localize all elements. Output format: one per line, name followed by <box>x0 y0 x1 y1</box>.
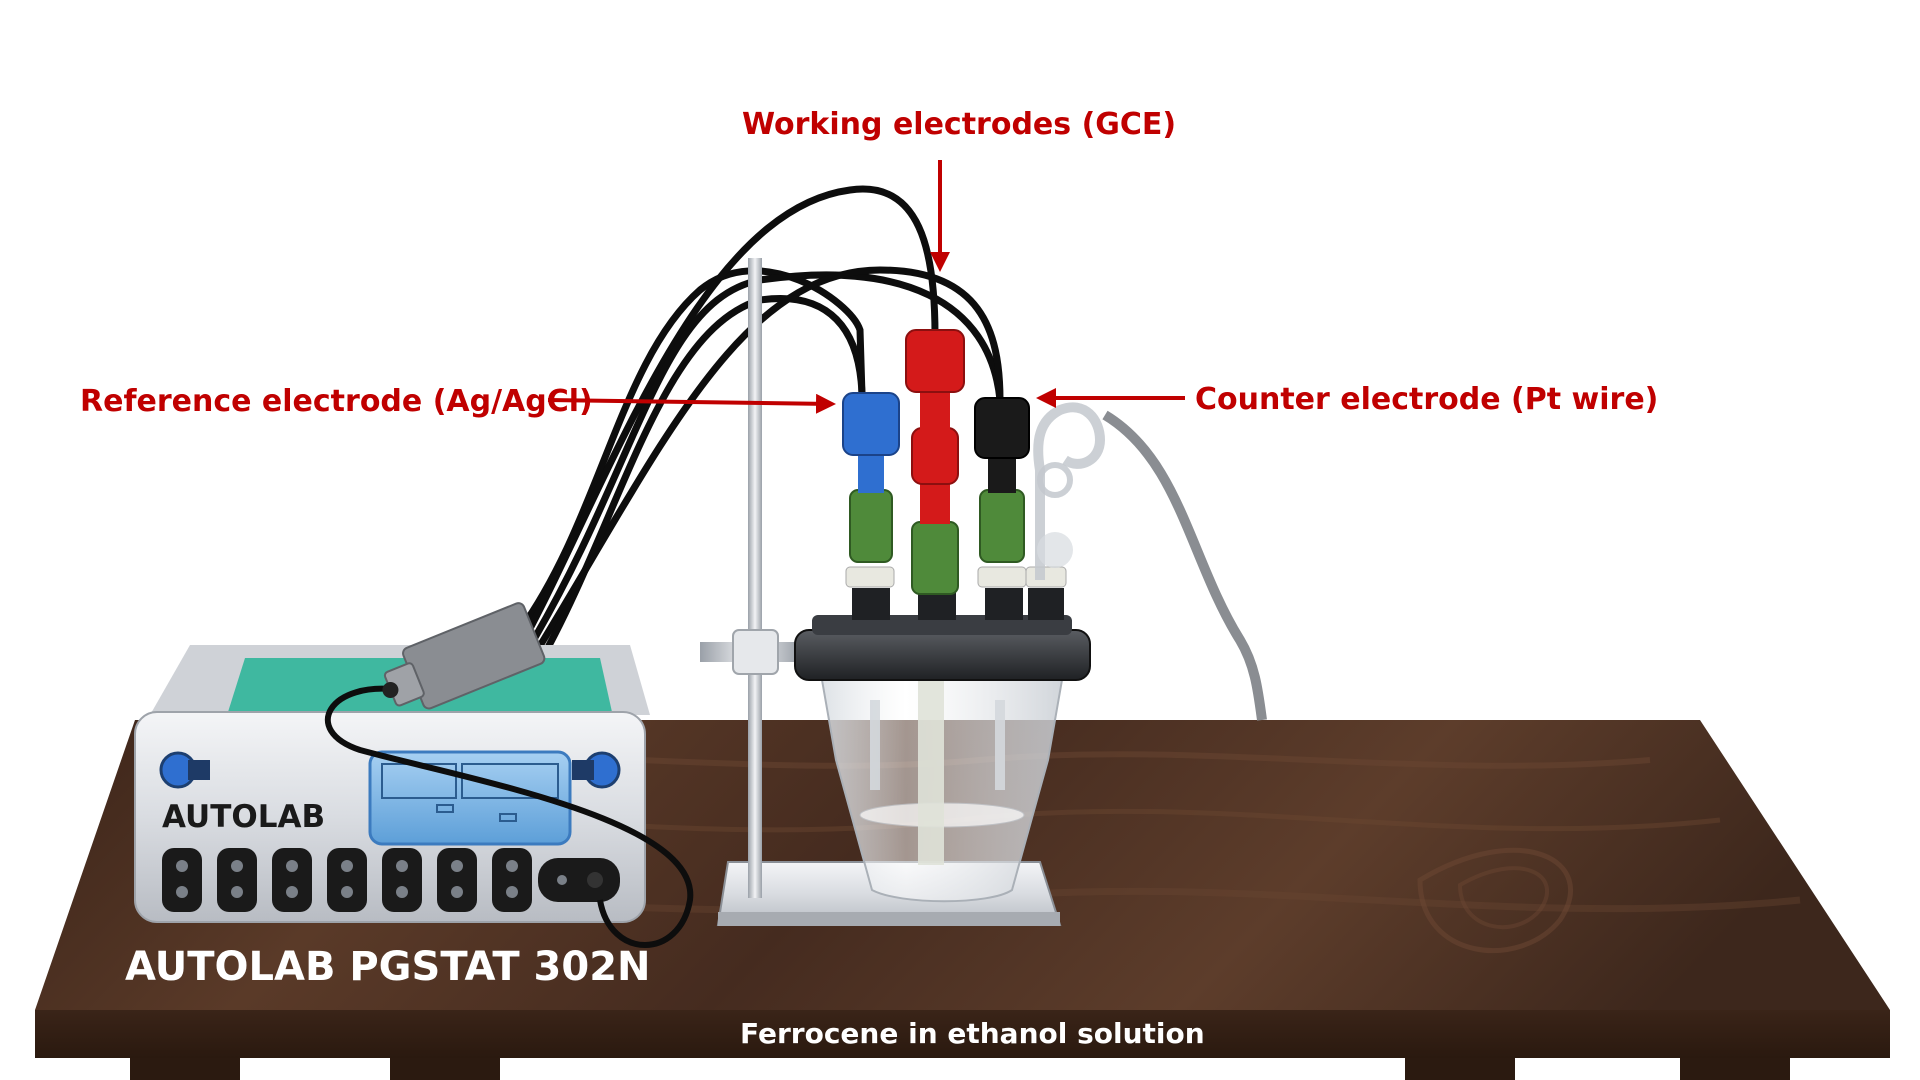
electrochemical-cell <box>794 410 1267 903</box>
socket-4[interactable] <box>327 848 367 912</box>
socket-2[interactable] <box>217 848 257 912</box>
counter-sleeve <box>979 489 1025 563</box>
table-leg-right-inner <box>1405 1058 1515 1080</box>
socket-3[interactable] <box>272 848 312 912</box>
cell-cap <box>794 629 1091 681</box>
counter-electrode-label: Counter electrode (Pt wire) <box>1195 382 1658 417</box>
table-leg-right <box>1680 1058 1790 1080</box>
cable-junction-box <box>382 602 546 710</box>
power-cable <box>324 685 694 948</box>
glass-bubbler <box>1033 402 1106 580</box>
device-panel-label: AUTOLAB <box>162 799 325 835</box>
reference-electrode-label: Reference electrode (Ag/AgCl) <box>80 384 593 419</box>
table-leg-left-inner <box>390 1058 500 1080</box>
counter-clip[interactable] <box>974 397 1030 459</box>
gas-tube <box>1102 410 1267 721</box>
table-front-edge <box>35 1010 1890 1058</box>
socket-5[interactable] <box>382 848 422 912</box>
reference-sleeve <box>849 489 893 563</box>
counter-electrode <box>974 397 1106 580</box>
potentiostat-device: AUTOLAB AUTOLAB PGSTAT 302N <box>125 602 694 990</box>
working-sleeve <box>911 521 959 595</box>
table-leg-left <box>130 1058 240 1080</box>
working-electrode <box>905 329 965 595</box>
socket-8[interactable] <box>538 858 620 902</box>
reference-electrode <box>842 392 900 563</box>
reference-clip[interactable] <box>842 392 900 456</box>
working-clip-upper[interactable] <box>905 329 965 393</box>
solution-label: Ferrocene in ethanol solution <box>740 1017 1205 1050</box>
device-name-label: AUTOLAB PGSTAT 302N <box>125 944 651 990</box>
reference-arrow <box>547 393 836 414</box>
stand-clamp <box>732 629 779 675</box>
working-electrodes-label: Working electrodes (GCE) <box>742 107 1176 142</box>
working-clip-lower[interactable] <box>911 427 959 485</box>
annotation-arrows <box>547 160 1185 414</box>
socket-7[interactable] <box>492 848 532 912</box>
connector-sockets <box>162 848 620 912</box>
stand-rod <box>748 258 762 898</box>
socket-1[interactable] <box>162 848 202 912</box>
socket-6[interactable] <box>437 848 477 912</box>
